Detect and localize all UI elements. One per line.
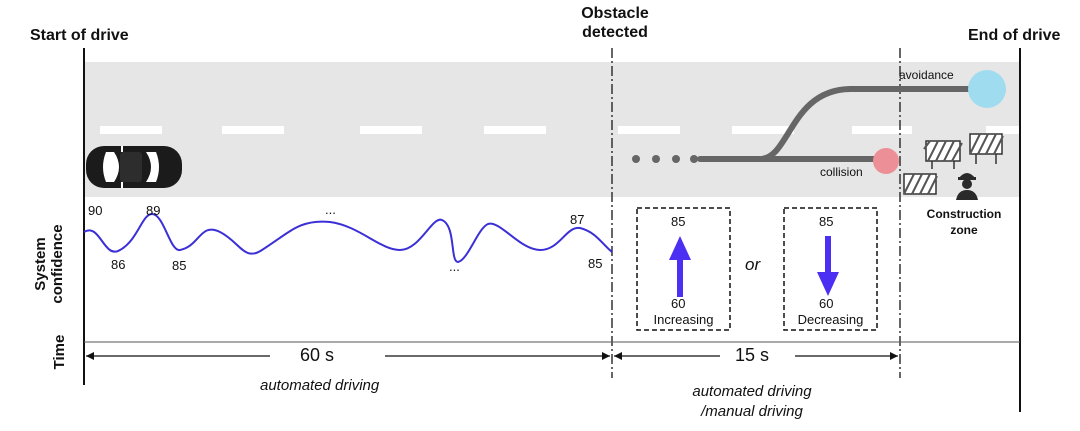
- confidence-value: 89: [146, 203, 161, 218]
- time-arrow-60s: [86, 352, 610, 360]
- avoidance-target: [968, 70, 1006, 108]
- second-duration: 15 s: [735, 345, 770, 365]
- increasing-top-value: 85: [671, 214, 686, 229]
- collision-target: [873, 148, 899, 174]
- decreasing-box: [783, 207, 878, 331]
- obstacle-line2: detected: [582, 24, 648, 41]
- avoidance-path: [757, 86, 978, 162]
- confidence-value: 90: [88, 203, 103, 218]
- construction-barrier-icon: [903, 173, 938, 195]
- confidence-line1: System: [32, 237, 49, 291]
- confidence-wave: [83, 212, 613, 264]
- collision-label: collision: [820, 165, 863, 179]
- confidence-ellipsis: ...: [449, 259, 460, 274]
- start-of-drive-label: Start of drive: [30, 27, 129, 44]
- system-confidence-label: System confidence: [32, 216, 72, 312]
- obstacle-detected-label: Obstacle detected: [560, 4, 670, 42]
- construction-barrier-icon: [969, 133, 1004, 164]
- first-mode: automated driving: [260, 377, 380, 394]
- construction-line1: Construction: [926, 207, 1002, 221]
- construction-barrier-icon: [923, 140, 963, 169]
- confidence-line2: confidence: [49, 224, 66, 304]
- lane-dashes: [100, 126, 1020, 134]
- first-duration: 60 s: [300, 345, 335, 365]
- time-row-label: Time: [51, 334, 68, 370]
- increasing-arrow: [669, 236, 691, 297]
- confidence-value: 87: [570, 212, 585, 227]
- or-label: or: [745, 255, 761, 274]
- construction-zone-label: Construction zone: [918, 206, 1010, 238]
- confidence-value: 85: [172, 258, 187, 273]
- second-mode: automated driving /manual driving: [672, 382, 832, 422]
- construction-worker-icon: [956, 173, 978, 200]
- trajectory: [632, 155, 698, 163]
- second-mode-line2: /manual driving: [701, 403, 803, 420]
- construction-line2: zone: [950, 223, 978, 237]
- confidence-value: 85: [588, 256, 603, 271]
- increasing-bottom-value: 60: [671, 296, 686, 311]
- time-arrow-15s: [614, 352, 898, 360]
- decreasing-bottom-value: 60: [819, 296, 834, 311]
- obstacle-line1: Obstacle: [581, 5, 649, 22]
- second-mode-line1: automated driving: [692, 383, 812, 400]
- confidence-value: 86: [111, 257, 126, 272]
- end-of-drive-label: End of drive: [968, 27, 1061, 44]
- confidence-ellipsis: ...: [325, 202, 336, 217]
- decreasing-arrow: [817, 236, 839, 296]
- avoidance-label: avoidance: [899, 68, 954, 82]
- increasing-label: Increasing: [653, 312, 714, 327]
- increasing-box: [636, 207, 731, 331]
- decreasing-top-value: 85: [819, 214, 834, 229]
- decreasing-label: Decreasing: [797, 312, 864, 327]
- car-icon: [86, 146, 182, 188]
